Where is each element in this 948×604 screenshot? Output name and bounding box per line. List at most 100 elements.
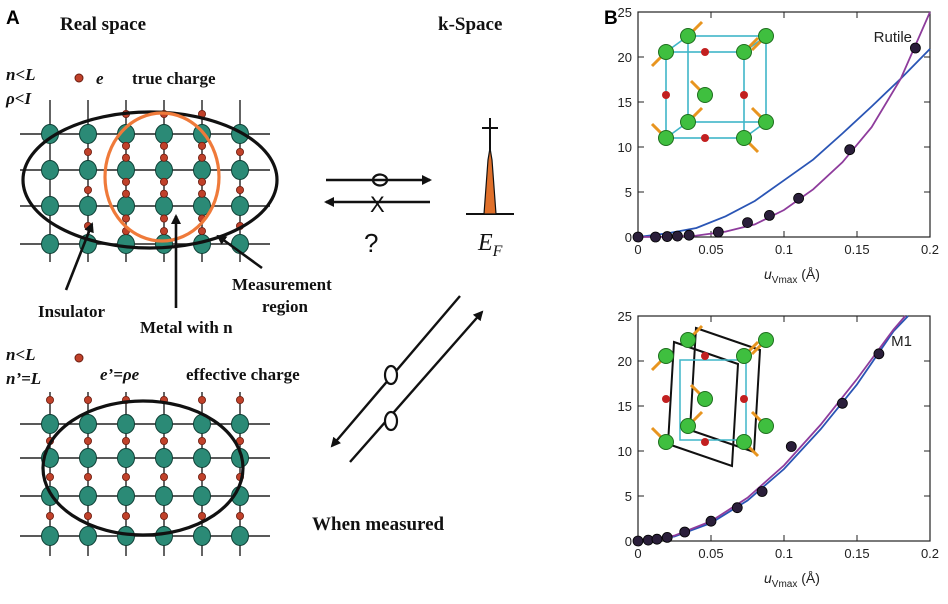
electron <box>122 214 131 223</box>
lattice-atom <box>117 234 135 254</box>
electron <box>46 472 55 481</box>
data-point <box>756 486 768 497</box>
lattice-atom <box>155 526 173 546</box>
o-atom <box>701 134 709 142</box>
bottom-atoms <box>41 414 249 546</box>
fermi-sub: F <box>492 243 503 260</box>
electron <box>122 189 131 198</box>
electron <box>46 512 55 521</box>
electron <box>159 436 168 445</box>
fermi-level: EF <box>466 118 514 260</box>
lattice-atom <box>117 486 135 506</box>
electron <box>122 141 131 150</box>
y-tick-label: 20 <box>618 354 632 369</box>
lattice-atom <box>155 160 173 180</box>
v-atom <box>680 418 696 434</box>
bottom-condition-1: n<L <box>6 345 36 364</box>
electron <box>159 512 168 521</box>
y-tick-label: 15 <box>618 95 632 110</box>
v-atom <box>736 348 752 364</box>
bottom-lattice <box>20 392 270 556</box>
fermi-energy-label: EF <box>477 230 503 260</box>
lattice-atom <box>155 124 173 144</box>
lattice-atom <box>155 234 173 254</box>
data-point <box>705 515 717 527</box>
data-point <box>632 535 644 547</box>
electron <box>84 185 93 194</box>
region-pointer-arrow <box>216 234 263 270</box>
effective-charge-label: effective charge <box>186 365 300 384</box>
measurement-region-line-2: region <box>262 297 309 316</box>
forward-transform-marker <box>371 173 389 187</box>
lattice-atom <box>79 448 97 468</box>
electron <box>84 472 93 481</box>
electron <box>197 153 206 162</box>
top-condition-2: ρ<I <box>5 89 32 108</box>
lattice-atom <box>155 486 173 506</box>
y-tick-label: 25 <box>618 309 632 324</box>
y-tick-label: 25 <box>618 5 632 20</box>
v-atom <box>680 28 696 44</box>
when-measured-label: When measured <box>312 514 445 535</box>
electron <box>197 436 206 445</box>
y-tick-label: 10 <box>618 140 632 155</box>
data-point <box>661 231 673 242</box>
v-atom <box>758 418 774 434</box>
o-atom <box>662 91 670 99</box>
lattice-atom <box>193 448 211 468</box>
v-atom <box>736 44 752 60</box>
lattice-atom <box>79 414 97 434</box>
panel-a-svg: A Real space k-Space n<L ρ<I e true char… <box>5 8 514 556</box>
x-axis-label-unit: (Å) <box>797 570 820 586</box>
lattice-atom <box>41 234 59 254</box>
electron <box>159 214 168 223</box>
chart-title: Rutile <box>874 29 912 46</box>
electron <box>197 472 206 481</box>
electron <box>122 512 131 521</box>
electron <box>197 177 206 186</box>
crystal-structure-inset <box>650 20 774 154</box>
y-tick-label: 0 <box>625 230 632 245</box>
data-point <box>731 502 743 514</box>
x-tick-label: 0.1 <box>775 242 793 257</box>
electron <box>235 185 244 194</box>
electron <box>84 436 93 445</box>
data-point <box>651 533 663 545</box>
bottom-condition-2: n’=L <box>6 369 41 388</box>
panel-b-letter: B <box>604 8 618 29</box>
electron <box>197 395 206 404</box>
lattice-atom <box>155 196 173 216</box>
o-atom <box>701 438 709 446</box>
electron <box>84 395 93 404</box>
lattice-atom <box>155 414 173 434</box>
electron <box>197 189 206 198</box>
y-tick-label: 0 <box>625 534 632 549</box>
measurement-arrows <box>330 295 484 463</box>
k-space-title: k-Space <box>438 14 502 35</box>
v-atom <box>697 87 713 103</box>
lattice-atom <box>117 196 135 216</box>
lattice-atom <box>79 160 97 180</box>
panel-a-letter: A <box>6 8 20 29</box>
x-tick-label: 0.05 <box>698 546 723 561</box>
lattice-atom <box>155 448 173 468</box>
data-point <box>683 229 695 241</box>
electron <box>122 472 131 481</box>
x-tick-label: 0.15 <box>844 546 869 561</box>
x-axis-label-sub: Vmax <box>772 579 798 590</box>
lattice-atom <box>117 160 135 180</box>
x-axis-label-sub: Vmax <box>772 275 798 286</box>
lattice-atom <box>79 124 97 144</box>
x-tick-label: 0.15 <box>844 242 869 257</box>
fermi-e: E <box>477 230 493 256</box>
v-atom <box>680 114 696 130</box>
data-point <box>672 230 683 242</box>
lattice-atom <box>193 526 211 546</box>
data-point <box>793 192 805 204</box>
electron <box>235 512 244 521</box>
data-point <box>632 231 644 243</box>
x-tick-label: 0.1 <box>775 546 793 561</box>
question-mark: ? <box>364 228 378 258</box>
